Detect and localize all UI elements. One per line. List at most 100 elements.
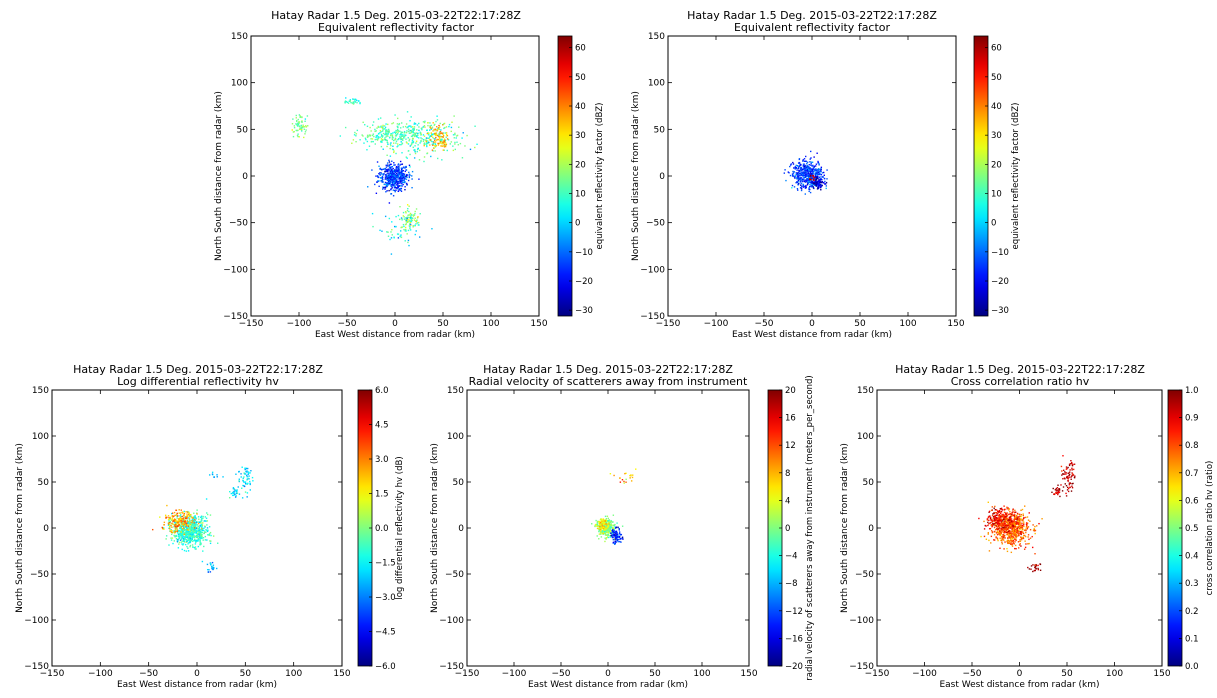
y-tick-label: 0 <box>659 172 665 182</box>
echo-point <box>814 176 816 179</box>
echo-point <box>390 193 392 195</box>
echo-point <box>402 215 405 217</box>
echo-point <box>610 532 612 534</box>
echo-point <box>810 162 812 165</box>
echo-point <box>399 177 401 179</box>
echo-point <box>194 538 196 541</box>
echo-point <box>359 101 361 104</box>
echo-point <box>392 174 394 176</box>
echo-point <box>380 133 383 136</box>
echo-point <box>802 184 805 187</box>
echo-point <box>399 130 401 133</box>
echo-point <box>815 163 818 165</box>
echo-point <box>185 526 187 528</box>
echo-point <box>171 537 174 539</box>
echo-point <box>405 156 408 158</box>
echo-point <box>399 160 402 163</box>
echo-point <box>996 530 999 533</box>
echo-point <box>298 122 300 124</box>
echo-point <box>994 505 996 508</box>
echo-point <box>405 219 408 222</box>
echo-point <box>996 538 999 540</box>
echo-point <box>394 135 397 137</box>
echo-point <box>407 220 409 223</box>
echo-point <box>232 491 234 494</box>
echo-point <box>426 137 428 139</box>
echo-point <box>1015 514 1018 517</box>
echo-point <box>616 539 619 541</box>
echo-point <box>599 528 602 530</box>
echo-point <box>1024 505 1026 507</box>
echo-point <box>1058 491 1060 494</box>
echo-point <box>995 532 998 534</box>
echo-point <box>298 125 301 127</box>
echo-point <box>394 182 396 184</box>
echo-point <box>434 141 437 143</box>
echo-point <box>196 513 198 515</box>
echo-point <box>808 166 810 168</box>
echo-point <box>435 145 437 147</box>
echo-point <box>993 512 995 515</box>
echo-point <box>618 532 621 535</box>
echo-point <box>395 179 397 182</box>
x-tick-label: −150 <box>455 669 480 679</box>
echo-point <box>1065 495 1068 497</box>
echo-point <box>614 531 617 533</box>
echo-point <box>369 135 371 137</box>
panel-subtitle: Equivalent reflectivity factor <box>318 21 475 34</box>
y-tick-label: 150 <box>857 386 874 396</box>
echo-point <box>417 147 419 150</box>
x-tick-label: 50 <box>437 319 449 329</box>
echo-point <box>394 178 397 181</box>
echo-point <box>1002 513 1004 516</box>
echo-point <box>810 170 812 173</box>
echo-point <box>380 138 383 140</box>
echo-point <box>802 159 804 161</box>
echo-point <box>810 179 813 182</box>
echo-point <box>1020 532 1022 534</box>
echo-point <box>442 145 445 147</box>
echo-point <box>442 132 445 134</box>
echo-point <box>406 176 408 179</box>
echo-point <box>384 178 386 180</box>
echo-point <box>596 525 598 527</box>
echo-point <box>387 172 389 174</box>
echo-point <box>1005 527 1008 530</box>
echo-point <box>603 525 605 527</box>
echo-point <box>397 214 400 217</box>
echo-point <box>193 521 195 523</box>
echo-point <box>383 186 386 189</box>
colorbar-tick-label: 0.6 <box>1185 496 1199 506</box>
plot-area <box>667 35 957 317</box>
echo-point <box>612 533 614 535</box>
echo-point <box>386 129 388 132</box>
echo-point <box>398 178 400 180</box>
echo-point <box>378 165 380 167</box>
echo-point <box>805 179 808 181</box>
echo-point <box>1017 533 1020 535</box>
echo-point <box>609 536 611 538</box>
echo-point <box>619 533 622 536</box>
echo-point <box>1067 477 1069 479</box>
echo-point <box>824 183 826 185</box>
echo-point <box>817 162 820 164</box>
echo-point <box>1012 527 1015 530</box>
x-tick-label: −100 <box>88 669 113 679</box>
echo-point <box>437 128 440 130</box>
echo-point <box>412 129 414 131</box>
echo-point <box>412 130 414 132</box>
echo-point <box>999 520 1002 522</box>
x-tick-label: −50 <box>552 669 571 679</box>
echo-point <box>806 175 809 178</box>
echo-point <box>1034 530 1036 532</box>
echo-point <box>406 174 409 176</box>
echo-point <box>1016 518 1019 520</box>
echo-point <box>394 190 396 193</box>
colorbar-tick-label: −12 <box>785 607 803 617</box>
echo-point <box>821 176 823 178</box>
echo-point <box>1011 524 1013 526</box>
echo-point <box>1070 459 1072 462</box>
echo-point <box>301 121 303 123</box>
echo-point <box>200 526 203 529</box>
echo-point <box>1055 492 1057 494</box>
